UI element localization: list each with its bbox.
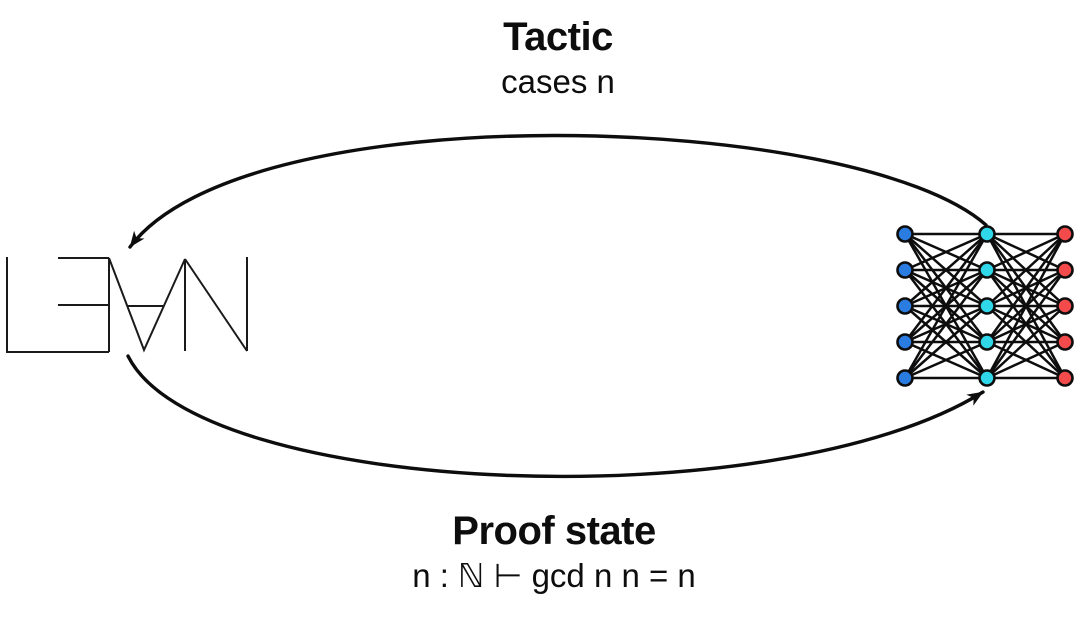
output-layer-node: [1056, 225, 1074, 243]
network-edge: [986, 233, 1066, 307]
network-edge: [904, 233, 988, 343]
neural-network: [896, 225, 1074, 387]
network-edge: [986, 340, 1066, 380]
input-layer-node: [896, 297, 914, 315]
network-edge: [904, 340, 988, 380]
network-edge: [904, 233, 988, 307]
input-layer-node: [896, 333, 914, 351]
hidden-layer-node: [978, 261, 996, 279]
lean-logo-letter-L: [6, 257, 109, 353]
hidden-layer-node: [978, 225, 996, 243]
hidden-layer-node: [978, 369, 996, 387]
input-layer-node: [896, 261, 914, 279]
tactic-arrow: [128, 133, 988, 249]
lean-logo-letter-forall: [108, 257, 186, 353]
hidden-layer-node: [978, 297, 996, 315]
lean-logo: [6, 257, 248, 353]
network-edge: [985, 269, 1067, 379]
network-edge: [986, 305, 1066, 379]
proof-state-caption: Proof state n : ℕ ⊢ gcd n n = n: [0, 508, 1080, 596]
network-edge: [904, 232, 988, 272]
network-edge: [904, 305, 988, 379]
input-layer-node: [896, 369, 914, 387]
output-layer-node: [1056, 333, 1074, 351]
tactic-caption-title: Tactic: [503, 15, 613, 59]
tactic-caption: Tactic cases n: [0, 14, 1080, 102]
hidden-layer-node: [978, 333, 996, 351]
network-edge: [985, 233, 1067, 379]
proof-state-arrow: [126, 354, 985, 479]
output-layer-node: [1056, 369, 1074, 387]
proof-state-caption-example: n : ℕ ⊢ gcd n n = n: [412, 557, 696, 594]
network-edge: [985, 233, 1067, 343]
tactic-caption-example: cases n: [501, 63, 615, 100]
output-layer-node: [1056, 261, 1074, 279]
network-edge: [903, 233, 989, 379]
proof-state-caption-title: Proof state: [452, 509, 656, 553]
input-layer-node: [896, 225, 914, 243]
output-layer-node: [1056, 297, 1074, 315]
network-edge: [904, 269, 988, 379]
lean-logo-letter-N: [184, 258, 248, 352]
network-edge: [986, 232, 1066, 272]
